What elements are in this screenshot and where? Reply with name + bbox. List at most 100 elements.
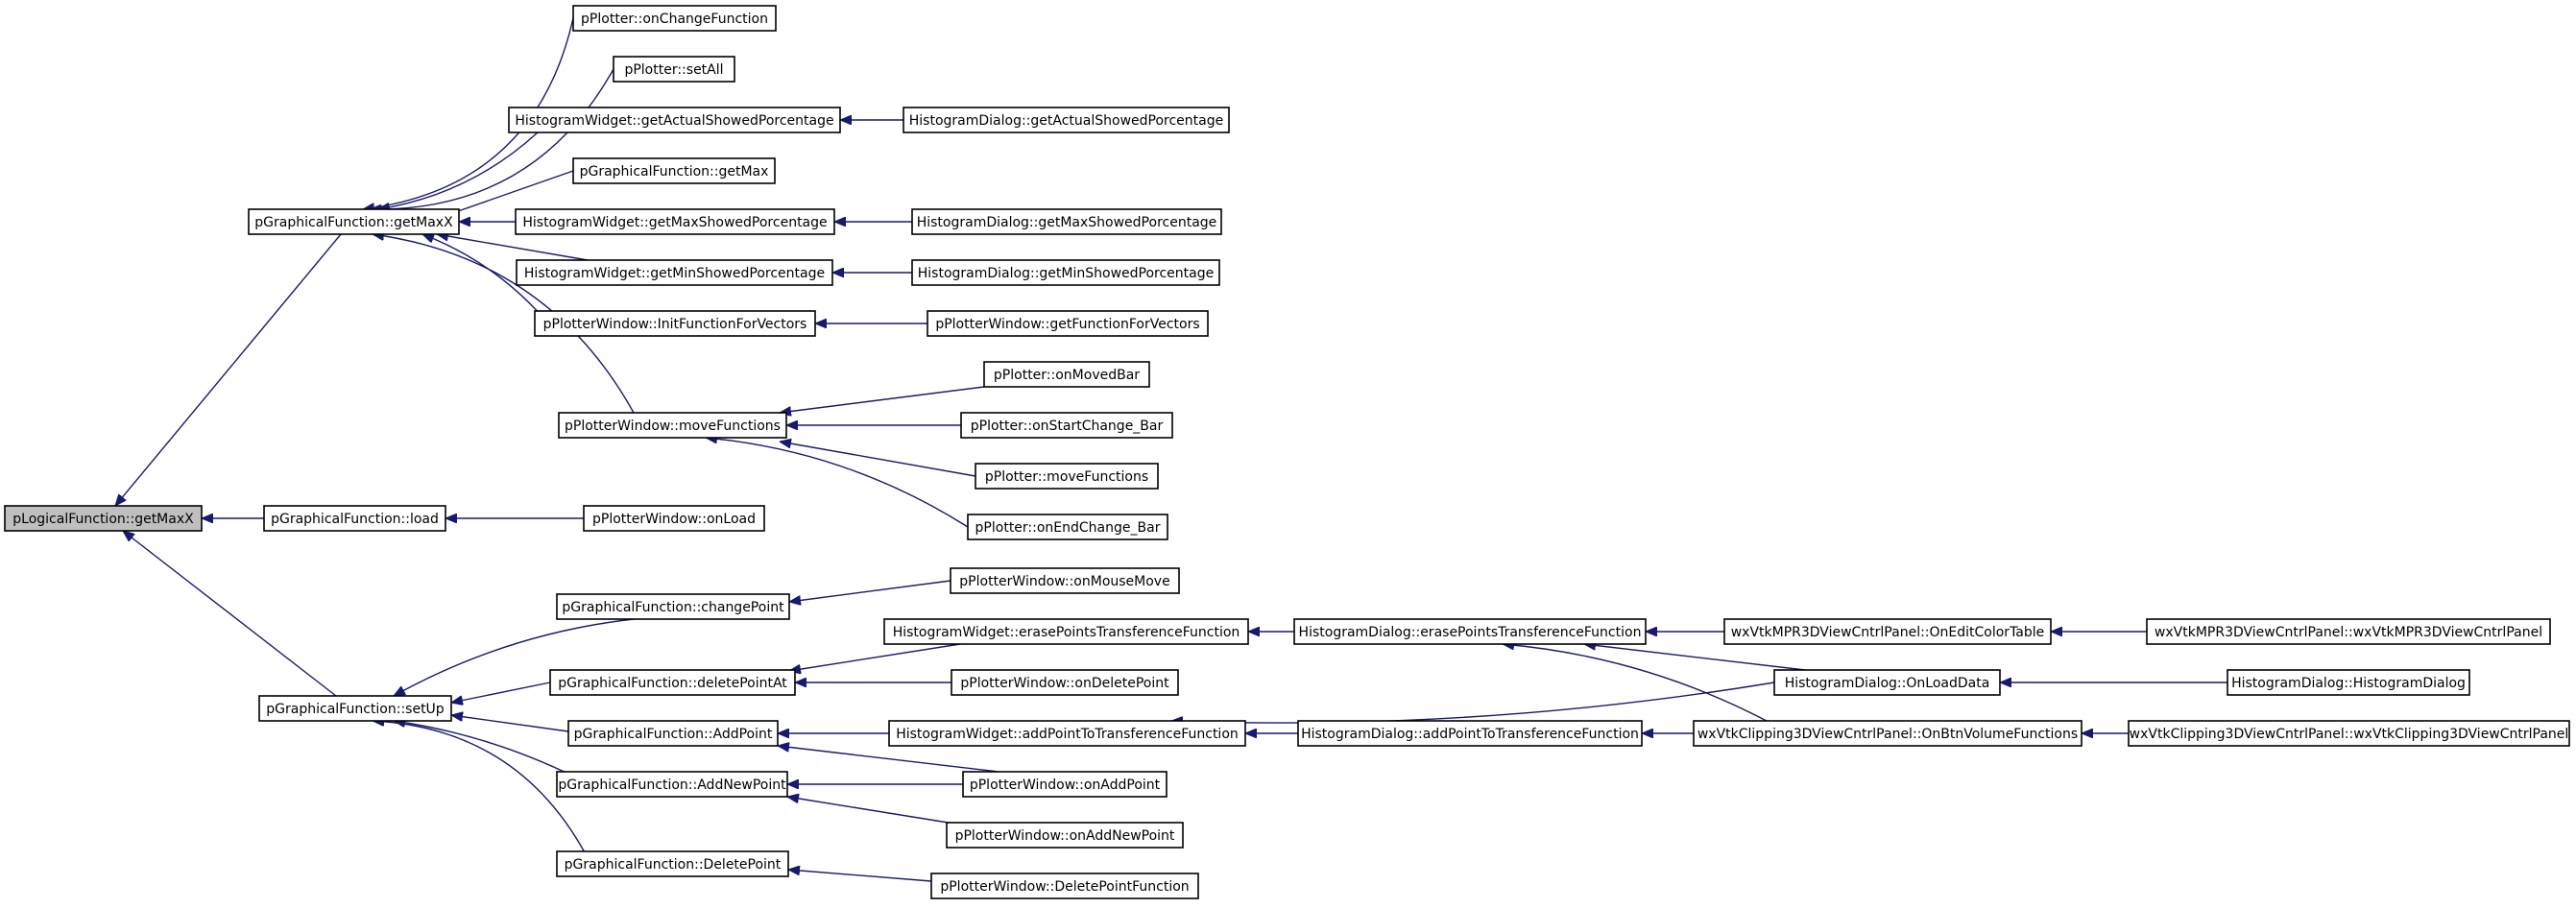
node-pw-onDeletePoint[interactable]: pPlotterWindow::onDeletePoint [951, 669, 1179, 696]
edge-hw_getMin-to-gf_getMaxX [437, 234, 589, 261]
node-gf-setUp[interactable]: pGraphicalFunction::setUp [258, 695, 452, 722]
node-wx-mpr-ctor[interactable]: wxVtkMPR3DViewCntrlPanel::wxVtkMPR3DView… [2146, 618, 2551, 645]
node-p-onChangeFunction[interactable]: pPlotter::onChangeFunction [572, 5, 777, 32]
node-label: wxVtkClipping3DViewCntrlPanel::OnBtnVolu… [1697, 727, 2078, 742]
node-pw-onLoad[interactable]: pPlotterWindow::onLoad [583, 505, 765, 532]
node-hw-getMin[interactable]: HistogramWidget::getMinShowedPorcentage [516, 259, 833, 286]
node-box[interactable] [2128, 720, 2570, 747]
node-gf-AddNewPoint[interactable]: pGraphicalFunction::AddNewPoint [556, 771, 788, 798]
node-gf-AddPoint[interactable]: pGraphicalFunction::AddPoint [567, 720, 779, 747]
node-p-onEndChange[interactable]: pPlotter::onEndChange_Bar [967, 514, 1168, 540]
node-box[interactable] [927, 310, 1209, 337]
node-box[interactable] [534, 310, 816, 337]
node-box[interactable] [515, 208, 835, 235]
node-hd-erase[interactable]: HistogramDialog::erasePointsTransference… [1293, 618, 1647, 645]
node-pw-moveFunctions[interactable]: pPlotterWindow::moveFunctions [558, 412, 787, 439]
edge-gf_getMaxX-to-root [115, 233, 342, 506]
node-hd-ctor[interactable]: HistogramDialog::HistogramDialog [2227, 669, 2470, 696]
edge-hd_onLoadData-to-hw_addPoint [1171, 682, 1775, 723]
node-box[interactable] [248, 208, 460, 235]
node-pw-onAddPoint[interactable]: pPlotterWindow::onAddPoint [962, 771, 1168, 798]
node-hw-getActual[interactable]: HistogramWidget::getActualShowedPorcenta… [508, 107, 841, 133]
node-box[interactable] [583, 505, 765, 532]
node-box[interactable] [556, 850, 789, 877]
node-box[interactable] [2227, 669, 2470, 696]
node-box[interactable] [883, 618, 1249, 645]
node-box[interactable] [975, 463, 1159, 490]
node-pw-initFunc[interactable]: pPlotterWindow::InitFunctionForVectors [534, 310, 816, 337]
node-p-onStartChange[interactable]: pPlotter::onStartChange_Bar [960, 412, 1173, 439]
node-gf-deletePointAt[interactable]: pGraphicalFunction::deletePointAt [549, 669, 796, 696]
node-hd-getMax[interactable]: HistogramDialog::getMaxShowedPorcentage [911, 208, 1222, 235]
node-box[interactable] [951, 669, 1179, 696]
node-box[interactable] [960, 412, 1173, 439]
node-box[interactable] [1773, 669, 2001, 696]
node-box[interactable] [1297, 720, 1643, 747]
node-box[interactable] [549, 669, 796, 696]
node-box[interactable] [1723, 618, 2052, 645]
node-box[interactable] [4, 505, 203, 532]
node-label: pPlotterWindow::onAddPoint [970, 777, 1161, 793]
node-gf-getMax[interactable]: pGraphicalFunction::getMax [572, 157, 776, 184]
node-pw-onAddNewPoint[interactable]: pPlotterWindow::onAddNewPoint [946, 822, 1184, 849]
node-pw-getFunc[interactable]: pPlotterWindow::getFunctionForVectors [927, 310, 1209, 337]
node-box[interactable] [556, 593, 790, 620]
node-gf-getMaxX[interactable]: pGraphicalFunction::getMaxX [248, 208, 460, 235]
node-box[interactable] [1693, 720, 2082, 747]
node-label: pGraphicalFunction::AddNewPoint [558, 777, 786, 793]
node-box[interactable] [508, 107, 841, 133]
node-wx-mpr-onEdit[interactable]: wxVtkMPR3DViewCntrlPanel::OnEditColorTab… [1723, 618, 2052, 645]
node-box[interactable] [911, 259, 1220, 286]
node-hd-onLoadData[interactable]: HistogramDialog::OnLoadData [1773, 669, 2001, 696]
node-box[interactable] [1293, 618, 1647, 645]
node-label: HistogramDialog::getActualShowedPorcenta… [909, 113, 1223, 129]
node-p-moveFunctions[interactable]: pPlotter::moveFunctions [975, 463, 1159, 490]
node-pw-onMouseMove[interactable]: pPlotterWindow::onMouseMove [950, 567, 1180, 594]
node-label: pGraphicalFunction::getMaxX [254, 215, 453, 230]
node-box[interactable] [888, 720, 1246, 747]
node-root[interactable]: pLogicalFunction::getMaxX [4, 505, 203, 532]
node-box[interactable] [558, 412, 787, 439]
node-box[interactable] [2146, 618, 2551, 645]
node-box[interactable] [516, 259, 833, 286]
node-box[interactable] [572, 5, 777, 32]
node-label: HistogramDialog::OnLoadData [1785, 676, 1990, 691]
node-box[interactable] [572, 157, 776, 184]
node-box[interactable] [263, 505, 446, 532]
node-p-onMovedBar[interactable]: pPlotter::onMovedBar [983, 361, 1150, 388]
node-gf-DeletePoint[interactable]: pGraphicalFunction::DeletePoint [556, 850, 789, 877]
node-box[interactable] [930, 873, 1199, 899]
node-label: HistogramDialog::HistogramDialog [2231, 676, 2466, 691]
node-hd-getActual[interactable]: HistogramDialog::getActualShowedPorcenta… [903, 107, 1230, 133]
node-hw-erase[interactable]: HistogramWidget::erasePointsTransference… [883, 618, 1249, 645]
node-label: pPlotterWindow::moveFunctions [565, 419, 781, 434]
node-box[interactable] [950, 567, 1180, 594]
node-wx-clip-onBtn[interactable]: wxVtkClipping3DViewCntrlPanel::OnBtnVolu… [1693, 720, 2082, 747]
node-hw-addPoint[interactable]: HistogramWidget::addPointToTransferenceF… [888, 720, 1246, 747]
node-box[interactable] [983, 361, 1150, 388]
node-box[interactable] [556, 771, 788, 798]
node-box[interactable] [567, 720, 779, 747]
node-gf-load[interactable]: pGraphicalFunction::load [263, 505, 446, 532]
edge-gf_AddNewPoint-to-gf_setUp [394, 721, 577, 778]
node-hd-addPoint[interactable]: HistogramDialog::addPointToTransferenceF… [1297, 720, 1643, 747]
node-box[interactable] [967, 514, 1168, 540]
node-p-setAll[interactable]: pPlotter::setAll [613, 56, 735, 83]
node-box[interactable] [911, 208, 1222, 235]
node-pw-deletePointFunc[interactable]: pPlotterWindow::DeletePointFunction [930, 873, 1199, 899]
node-box[interactable] [946, 822, 1184, 849]
node-box[interactable] [258, 695, 452, 722]
node-hd-getMin[interactable]: HistogramDialog::getMinShowedPorcentage [911, 259, 1220, 286]
node-label: pPlotter::onStartChange_Bar [971, 419, 1164, 434]
node-wx-clip-ctor[interactable]: wxVtkClipping3DViewCntrlPanel::wxVtkClip… [2128, 720, 2570, 747]
node-hw-getMax[interactable]: HistogramWidget::getMaxShowedPorcentage [515, 208, 835, 235]
node-box[interactable] [613, 56, 735, 83]
node-box[interactable] [962, 771, 1168, 798]
node-gf-changePoint[interactable]: pGraphicalFunction::changePoint [556, 593, 790, 620]
nodes-layer: pLogicalFunction::getMaxXpGraphicalFunct… [4, 5, 2570, 899]
edge-hw_getActual-to-gf_getMaxX [378, 132, 539, 209]
node-label: pPlotter::setAll [624, 62, 723, 78]
node-box[interactable] [903, 107, 1230, 133]
edge-wx_clip_onBtn-to-hd_erase [1503, 644, 1768, 722]
edge-p_setAll-to-gf_getMaxX [370, 68, 614, 209]
